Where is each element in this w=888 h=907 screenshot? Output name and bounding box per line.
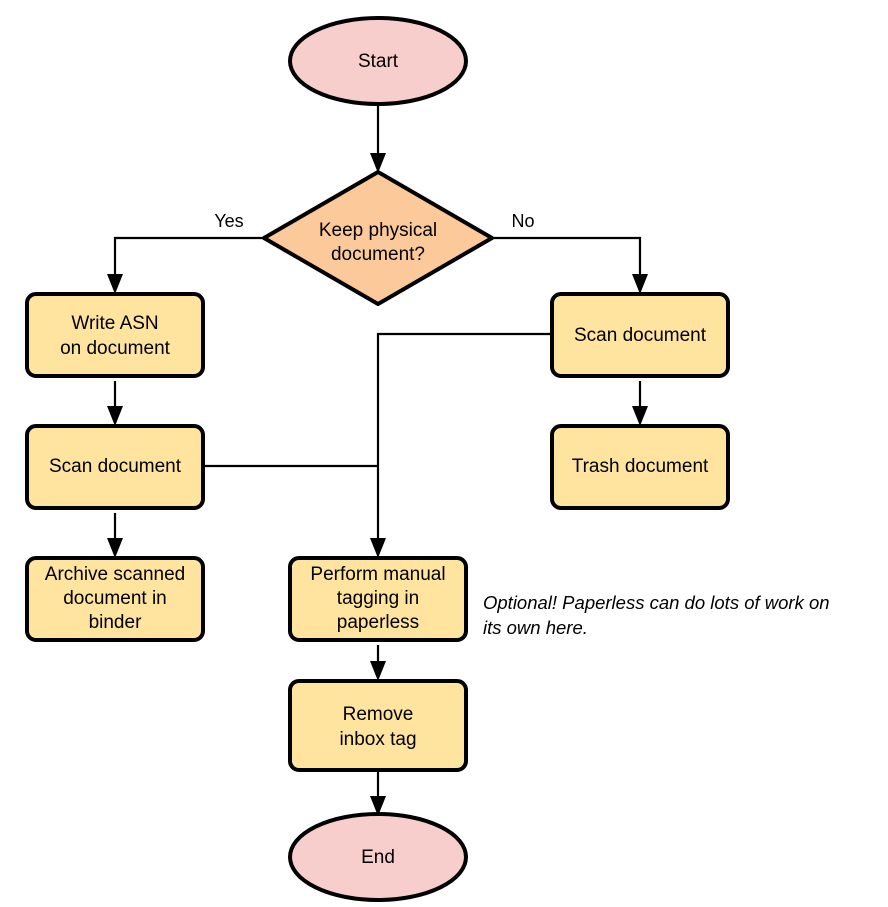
- node-scan-document-left[interactable]: Scan document: [25, 424, 205, 510]
- edge-line-no: [492, 236, 642, 281]
- edge-decision-to-scan-right: [492, 236, 648, 294]
- edge-write-asn-to-scan-left: [107, 381, 123, 426]
- arrow-head-remove-end: [370, 796, 386, 816]
- node-scan-document-right[interactable]: Scan document: [550, 292, 730, 378]
- arrow-head-tagging-remove: [370, 661, 386, 681]
- node-perform-manual-tagging[interactable]: Perform manual tagging in paperless: [288, 556, 468, 642]
- edge-label-no: No: [511, 211, 534, 231]
- edge-start-to-decision: [370, 101, 386, 173]
- annotation-line2: its own here.: [483, 617, 588, 638]
- decision-diamond[interactable]: [262, 170, 494, 306]
- archive-box[interactable]: [25, 556, 205, 642]
- tagging-label-line2: tagging in: [337, 588, 419, 609]
- end-ellipse[interactable]: [288, 812, 468, 902]
- scan-document-right-box[interactable]: [550, 292, 730, 378]
- end-label: End: [361, 847, 395, 868]
- tagging-box[interactable]: [288, 556, 468, 642]
- decision-label-line2: document?: [331, 244, 425, 265]
- scan-document-left-label: Scan document: [49, 456, 182, 477]
- node-trash-document[interactable]: Trash document: [550, 424, 730, 510]
- edge-line-scanright-tagging: [376, 332, 552, 545]
- node-end[interactable]: End: [288, 812, 468, 902]
- edge-decision-to-write-asn: [107, 236, 264, 294]
- start-ellipse[interactable]: [288, 16, 468, 106]
- trash-document-label: Trash document: [572, 456, 709, 477]
- edge-line-yes: [113, 236, 264, 281]
- node-write-asn[interactable]: Write ASN on document: [25, 292, 205, 378]
- edge-scan-right-to-tagging: [370, 332, 552, 558]
- arrow-head-yes: [107, 274, 123, 294]
- arrow-head-start-decision: [370, 153, 386, 173]
- archive-label-line3: binder: [89, 612, 142, 633]
- annotation-line1: Optional! Paperless can do lots of work …: [483, 592, 830, 613]
- annotation-optional-note: Optional! Paperless can do lots of work …: [483, 592, 830, 638]
- arrow-head-scanleft-archive: [107, 538, 123, 558]
- arrow-head-writeasn-scanleft: [107, 406, 123, 426]
- node-remove-inbox-tag[interactable]: Remove inbox tag: [288, 679, 468, 772]
- write-asn-label-line1: Write ASN: [71, 313, 158, 334]
- archive-label-line2: document in: [63, 588, 167, 609]
- arrow-head-scanright-tagging: [370, 538, 386, 558]
- scan-document-left-box[interactable]: [25, 424, 205, 510]
- edge-scan-left-to-archive: [107, 513, 123, 558]
- start-label: Start: [358, 51, 399, 72]
- arrow-head-no: [632, 274, 648, 294]
- node-decision-keep-physical-document[interactable]: Keep physical document?: [262, 170, 494, 306]
- edge-remove-inbox-to-end: [370, 771, 386, 816]
- arrow-head-scanright-trash: [632, 406, 648, 426]
- node-start[interactable]: Start: [288, 16, 468, 106]
- node-archive-scanned-document[interactable]: Archive scanned document in binder: [25, 556, 205, 642]
- write-asn-box[interactable]: [25, 292, 205, 378]
- trash-document-box[interactable]: [550, 424, 730, 510]
- scan-document-right-label: Scan document: [574, 325, 707, 346]
- tagging-label-line3: paperless: [337, 612, 419, 633]
- edge-tagging-to-remove-inbox: [370, 645, 386, 681]
- remove-inbox-label-line2: inbox tag: [339, 729, 416, 750]
- edge-scan-right-to-trash: [632, 381, 648, 426]
- tagging-label-line1: Perform manual: [310, 564, 445, 585]
- decision-label-line1: Keep physical: [319, 220, 437, 241]
- remove-inbox-label-line1: Remove: [343, 704, 414, 725]
- write-asn-label-line2: on document: [60, 338, 171, 359]
- edge-label-yes: Yes: [214, 211, 243, 231]
- remove-inbox-tag-box[interactable]: [288, 679, 468, 772]
- archive-label-line1: Archive scanned: [45, 564, 185, 585]
